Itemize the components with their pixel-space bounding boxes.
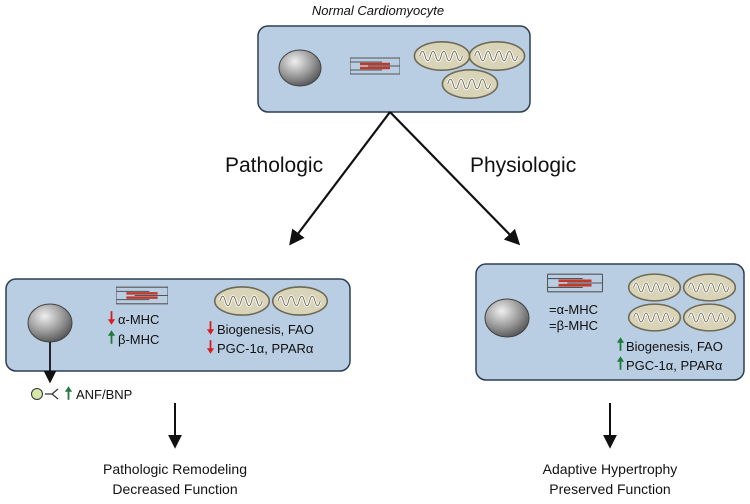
pathologic-label: Pathologic [225,154,323,177]
mitochondrion-icon [627,302,682,333]
beta-mhc-label: =β-MHC [549,318,598,333]
beta-mhc-label: β-MHC [118,332,159,347]
physiologic-outcome-line1: Adaptive Hypertrophy [543,461,678,477]
top-cell-title: Normal Cardiomyocyte [312,3,444,18]
mitochondrion-icon [682,272,737,303]
pathologic-arrow [289,111,391,246]
nucleus-icon [278,49,322,87]
mitochondrion-icon [627,272,682,303]
anf-bnp-label: ANF/BNP [76,387,132,402]
receptor-icon [45,388,59,400]
mitochondrion-icon [213,285,271,317]
pathologic-outcome-line2: Decreased Function [112,481,237,497]
alpha-mhc-label: α-MHC [118,312,159,327]
physiologic-label: Physiologic [470,154,576,177]
biogenesis-label: Biogenesis, FAO [217,322,314,337]
up-arrow-icon [64,386,73,401]
pathologic-outcome-line1: Pathologic Remodeling [103,461,247,477]
physiologic-arrow [389,111,521,246]
biogenesis-label: Biogenesis, FAO [626,339,723,354]
mitochondrion-icon [271,285,329,317]
pgc-label: PGC-1α, PPARα [626,358,723,373]
pgc-label: PGC-1α, PPARα [217,341,314,356]
nucleus-icon [484,298,530,338]
mitochondrion-icon [440,68,500,100]
alpha-mhc-label: =α-MHC [549,302,598,317]
mitochondrion-icon [682,302,737,333]
vesicle-icon [31,388,43,400]
physiologic-outcome-line2: Preserved Function [549,481,670,497]
nucleus-icon [27,303,73,343]
mitochondrion-icon [467,40,527,72]
mitochondrion-icon [412,40,472,72]
